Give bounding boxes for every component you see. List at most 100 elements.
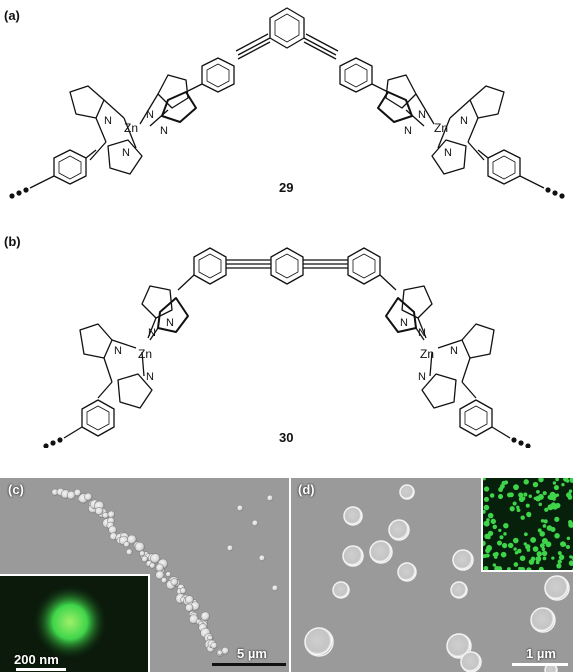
nitrogen-a2: N [104,115,112,127]
microsphere [388,519,410,541]
central-benzene-a [269,7,305,49]
fluorescent-dot [542,556,547,561]
nanoparticle [102,512,109,519]
nanoparticle [221,646,230,655]
fluorescent-dot [516,508,521,513]
fluorescent-dot [487,530,494,537]
fluorescent-dot [536,551,543,557]
microsphere [399,484,415,500]
fluorescent-dot [568,560,573,566]
pyrrole-a7 [469,85,505,119]
pyrrole-b4 [117,373,153,409]
nitrogen-a7: N [404,125,412,137]
nitrogen-b3: N [166,317,174,329]
fluorescent-dot [512,501,517,506]
fluorescent-dot [541,547,546,552]
phenyl-b-end-right [459,399,493,437]
nanoparticle [236,504,244,512]
fluorescent-dot [561,482,565,487]
fluorescent-dot [552,493,558,499]
fluorescent-dot [526,567,532,573]
sem-d-spheres [304,484,570,672]
nanoparticle [251,519,259,527]
nitrogen-a5: N [418,109,426,121]
fluorescent-dot [523,532,528,537]
fluorescent-dot [560,541,566,547]
panel-label-b: (b) [4,234,21,249]
pyrrole-a6 [377,91,413,123]
fluorescent-dot [483,486,490,492]
fluorescent-dot [518,566,522,571]
nanoparticle [125,548,133,556]
pyrrole-b8 [421,373,457,409]
phenyl-b-end-left [81,399,115,437]
fluorescent-dot [552,481,557,485]
fluorescent-dot [538,478,544,483]
pyrrole-b1 [141,285,173,319]
fluorescent-dot [501,542,508,549]
structure-30: Zn N N N N Zn N N N N [43,247,531,448]
microsphere [342,545,364,567]
fluorescent-dot [525,503,530,508]
fluorescence-inset-c [0,574,150,672]
scale-bar-d [512,663,568,666]
phenyl-b-right [347,247,381,285]
pyrrole-b2 [157,297,189,333]
fluorescent-dot [516,505,520,509]
nitrogen-b2: N [114,345,122,357]
fluorescent-dot [503,522,509,529]
fluorescent-dot [553,485,560,491]
pyrrole-a2 [161,91,197,123]
fluorescent-dot [496,540,503,546]
fluorescent-dot [501,480,506,486]
fluorescent-dot [500,551,507,558]
nitrogen-b5: N [418,327,426,339]
fluorescent-dot [498,528,502,533]
nanoparticle [107,510,115,519]
nanoparticle [217,649,223,656]
fluorescent-dot [551,556,555,560]
phenyl-b-left [193,247,227,285]
fluorescent-dot [483,520,489,526]
fluorescent-dot [520,515,525,520]
central-benzene-b [270,247,304,285]
pyrrole-a4 [107,139,143,175]
nanoparticle [139,550,146,557]
fluorescent-dot [486,518,490,522]
fluorescent-dot [525,544,531,550]
fluorescent-dot [481,509,486,514]
fluorescent-dot [542,524,547,528]
panel-label-d: (d) [298,482,315,497]
fluorescent-dot [485,547,491,554]
fluorescent-dot [492,563,497,567]
pyrrole-a8 [431,139,467,175]
fluorescent-dot [539,543,545,549]
nanoparticle [266,494,274,502]
sem-image-d [291,478,573,672]
fluorescent-dot [566,492,572,498]
fluorescent-dot [518,492,524,498]
phenyl-a-right [339,57,373,93]
fluorescent-dot [519,555,526,562]
microsphere [450,581,468,599]
nanoparticle [210,641,218,649]
fluorescent-dot [513,484,519,491]
microsphere [332,581,350,599]
fluorescent-dot [544,507,549,512]
fluorescent-dot [565,479,570,483]
pyrrole-a3 [69,85,105,119]
fluorescent-dot [566,536,571,541]
fluorescent-dot [526,511,532,517]
nanoparticle [165,571,172,578]
fluorescent-dot [555,502,561,509]
nanoparticle [84,492,93,501]
nitrogen-a1: N [146,109,154,121]
nitrogen-a6: N [460,115,468,127]
nanoparticle [155,563,164,572]
fluorescent-dot [528,559,535,565]
nitrogen-a8: N [444,147,452,159]
nanoparticle [200,611,211,621]
pyrrole-b7 [461,323,495,359]
zinc-atom-a-left: Zn [124,121,138,135]
